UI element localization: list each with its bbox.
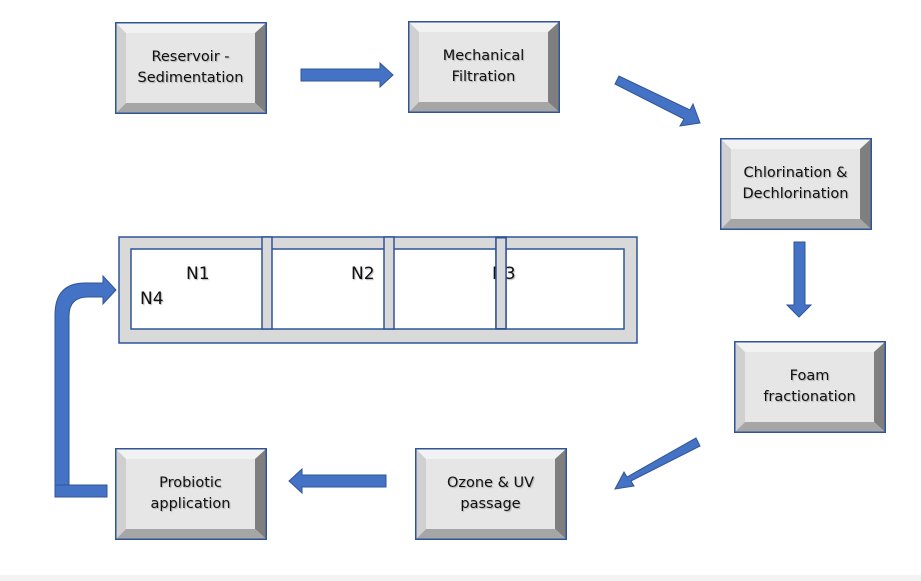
arrow-ozone-to-probiotic [288,467,387,495]
step-label-line1: Ozone & UV [446,475,535,491]
step-probiotic: Probiotic application [115,448,267,540]
step-mechanical-filtration: Mechanical Filtration [408,21,560,113]
step-label-line1: Foam [789,368,830,384]
bottom-strip [0,575,921,581]
step-ozone-uv: Ozone & UV passage [415,448,567,540]
arrow-mechanical-to-chlorination [614,75,701,127]
step-label-line2: application [150,496,231,512]
bevel-frame [415,448,567,540]
bevel-frame [115,22,267,114]
arrow-reservoir-to-mechanical [300,61,394,89]
arrow-foam-to-ozone [614,437,701,490]
tank-divider-1 [261,236,273,330]
step-label-line2: passage [460,496,521,512]
tank-label-n2: N2 [351,264,375,284]
arrow-chlorination-to-foam [785,241,813,318]
step-label-line1: Probiotic [159,475,222,491]
step-label-line2: Sedimentation [137,70,244,86]
step-chlorination: Chlorination & Dechlorination [720,138,872,230]
tank-divider-overlay [495,237,507,329]
step-label-line1: Reservoir - [151,49,230,65]
tank-label-n1: N1 [186,264,210,284]
step-label-line2: Filtration [451,69,516,85]
step-label-line1: Chlorination & [743,165,848,181]
bevel-frame [408,21,560,113]
step-foam-fractionation: Foam fractionation [734,341,886,433]
arrow-probiotic-to-tank [54,274,117,498]
bevel-frame [720,138,872,230]
bevel-frame [115,448,267,540]
tank-label-n4: N4 [140,289,164,309]
bevel-frame [734,341,886,433]
tank-inner [130,248,625,330]
tank-system [118,236,638,344]
step-label-line1: Mechanical [442,48,525,64]
step-label-line2: fractionation [763,389,856,405]
step-reservoir: Reservoir - Sedimentation [115,22,267,114]
flow-arrows [54,61,813,498]
step-label-line2: Dechlorination [742,186,849,202]
tank-divider-2 [383,236,395,330]
